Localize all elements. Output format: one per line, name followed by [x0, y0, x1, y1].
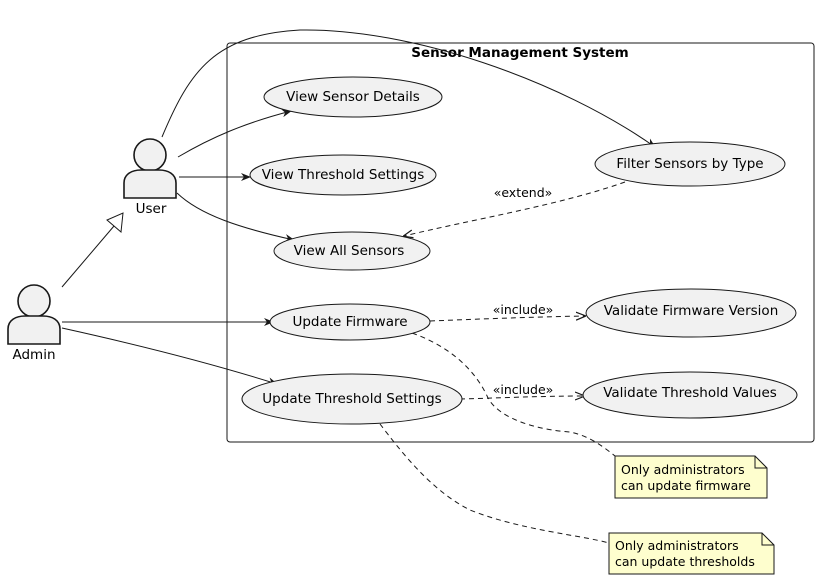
- use-case-view-threshold-settings[interactable]: View Threshold Settings: [249, 154, 437, 196]
- use-case-update-firmware[interactable]: Update Firmware: [269, 303, 431, 341]
- svg-text:can update firmware: can update firmware: [621, 478, 751, 493]
- note-thresholds-line-2: can update thresholds: [615, 554, 755, 569]
- use-case-update-threshold-settings[interactable]: Update Threshold Settings: [241, 373, 463, 425]
- use-case-validate-threshold-values[interactable]: Validate Threshold Values: [582, 371, 798, 419]
- use-case-view-all-sensors[interactable]: View All Sensors: [273, 231, 431, 271]
- actor-user-label: User: [136, 201, 167, 217]
- associations: [61, 29, 656, 386]
- note-link-firmware: [411, 332, 616, 457]
- use-case-validate-firmware-version[interactable]: Validate Firmware Version: [585, 288, 797, 338]
- actor-admin[interactable]: Admin: [7, 284, 61, 363]
- use-case-view-sensor-details[interactable]: View Sensor Details: [263, 76, 443, 118]
- note-link-thresholds: [379, 423, 610, 544]
- user-icon: [123, 138, 177, 199]
- note-firmware-line-2: can update firmware: [621, 478, 751, 493]
- use-case-label: View All Sensors: [294, 243, 405, 259]
- assoc-user-filter: [161, 29, 656, 148]
- system-boundary: [226, 42, 815, 443]
- dependencies: [379, 181, 626, 544]
- use-case-label: Validate Firmware Version: [604, 303, 779, 319]
- extend-line: [404, 181, 626, 236]
- include-threshold-label: «include»: [493, 382, 554, 397]
- note-firmware-line-1: Only administrators: [621, 462, 745, 477]
- use-case-label: Update Firmware: [292, 314, 407, 330]
- note-thresholds: Only administrators can update threshold…: [608, 532, 775, 575]
- svg-text:can update thresholds: can update thresholds: [615, 554, 755, 569]
- use-case-filter-sensors-by-type[interactable]: Filter Sensors by Type: [594, 141, 786, 187]
- extend-label: «extend»: [494, 185, 553, 200]
- include-firmware-line: [429, 316, 585, 322]
- use-case-label: View Sensor Details: [286, 89, 420, 105]
- include-threshold-line: [459, 396, 584, 399]
- assoc-user-view-all: [176, 192, 295, 242]
- actor-user[interactable]: User: [123, 138, 177, 217]
- generalization-admin-user: [61, 212, 124, 288]
- system-title: Sensor Management System: [411, 45, 628, 61]
- note-thresholds-line-1: Only administrators: [615, 538, 739, 553]
- use-case-label: Update Threshold Settings: [262, 391, 441, 407]
- assoc-admin-thresholds: [61, 327, 278, 386]
- use-case-label: Validate Threshold Values: [603, 385, 777, 401]
- svg-text:Only administrators: Only administrators: [615, 538, 739, 553]
- use-case-label: Filter Sensors by Type: [616, 156, 763, 172]
- admin-icon: [7, 284, 61, 345]
- use-case-label: View Threshold Settings: [262, 167, 425, 183]
- include-firmware-label: «include»: [493, 302, 554, 317]
- assoc-user-view-details: [177, 109, 292, 158]
- actor-admin-label: Admin: [12, 347, 55, 363]
- svg-text:Only administrators: Only administrators: [621, 462, 745, 477]
- note-firmware: Only administrators can update firmware: [614, 455, 768, 499]
